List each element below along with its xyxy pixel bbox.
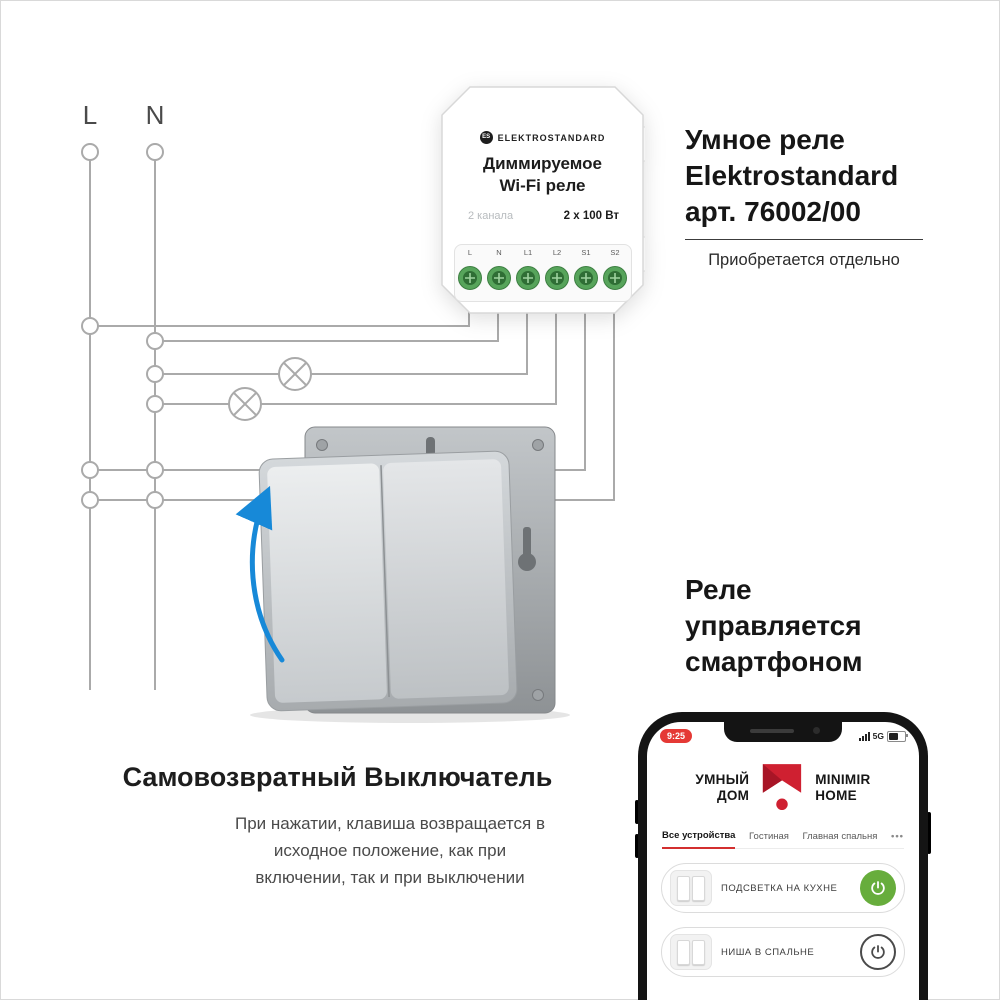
relay-annotation-line3: арт. 76002/00 (685, 196, 861, 227)
phone-screen: 9:25 5G УМНЫЙ ДОМ (647, 722, 919, 1000)
brand-badge-icon: ES (479, 131, 493, 144)
terminal-screws (458, 266, 627, 290)
wire-terminal-l1 (163, 300, 528, 375)
terminal-label: L2 (552, 248, 562, 257)
tab-living-room[interactable]: Гостиная (749, 831, 789, 842)
relay-channels: 2 канала (468, 209, 514, 222)
power-icon (871, 881, 885, 895)
minimir-logo-icon (763, 764, 802, 810)
power-icon (871, 945, 885, 959)
device-label: НИША В СПАЛЬНЕ (721, 946, 815, 958)
app-brand-right: MINIMIR HOME (815, 772, 871, 803)
relay-annotation-line1: Умное реле (685, 124, 845, 155)
switch-description: При нажатии, клавиша возвращается в исхо… (235, 814, 545, 887)
speaker-icon (750, 729, 794, 733)
phone-notch (724, 722, 842, 742)
wire-label-n: N (145, 100, 165, 130)
app-brand-left: УМНЫЙ ДОМ (695, 772, 750, 803)
terminal-label: N (496, 248, 502, 257)
relay-power-rating: 2 x 100 Вт (563, 209, 619, 222)
tab-all-devices[interactable]: Все устройства (662, 830, 736, 849)
wire-label-l: L (82, 100, 98, 130)
signal-icon (858, 731, 870, 741)
terminal-label: L (467, 248, 473, 257)
wire-terminal-l (98, 300, 470, 327)
app-header: УМНЫЙ ДОМ MINIMIR HOME (647, 762, 919, 814)
relay-brand: ES ELEKTROSTANDARD (440, 131, 645, 144)
relay-annotation-line2: Elektrostandard (685, 160, 899, 191)
phone-frame: 9:25 5G УМНЫЙ ДОМ (638, 712, 928, 1000)
device-card[interactable]: НИША В СПАЛЬНЕ (661, 927, 905, 977)
switch-keys[interactable] (258, 450, 518, 712)
tab-master-bedroom[interactable]: Главная спальня (802, 831, 878, 842)
network-type: 5G (872, 731, 884, 741)
relay-product-title: Диммируемое Wi-Fi реле (483, 154, 602, 195)
wire-terminal-l2 (163, 300, 557, 405)
volume-button (635, 800, 639, 824)
relay-annotation: Умное реле Elektrostandard арт. 76002/00… (685, 122, 935, 270)
device-card[interactable]: ПОДСВЕТКА НА КУХНЕ (661, 863, 905, 913)
power-toggle-off[interactable] (860, 934, 896, 970)
return-arrow-icon (235, 485, 285, 663)
terminal-label: S1 (581, 248, 591, 257)
battery-icon (887, 730, 908, 742)
room-tabs: Все устройства Гостиная Главная спальня … (662, 830, 904, 849)
terminal-label: L1 (523, 248, 533, 257)
lamp-icon (278, 357, 312, 391)
lamp-icon (228, 387, 262, 421)
terminal-label: S2 (610, 248, 620, 257)
volume-button (635, 834, 639, 858)
tabs-more[interactable]: ••• (891, 831, 904, 842)
power-toggle-on[interactable] (860, 870, 896, 906)
smartphone: 9:25 5G УМНЫЙ ДОМ (635, 712, 931, 1000)
wall-switch (235, 426, 570, 723)
relay-annotation-note: Приобретается отдельно (708, 251, 900, 269)
relay-device: ES ELEKTROSTANDARD Диммируемое Wi-Fi рел… (440, 85, 645, 315)
power-side-button (927, 812, 931, 854)
brand-name: ELEKTROSTANDARD (497, 132, 606, 143)
switch-thumbnail-icon (670, 934, 712, 970)
switch-title: Самовозвратный Выключатель (122, 762, 553, 792)
junction-points (81, 143, 164, 509)
phone-annotation: Реле управляется смартфоном (685, 574, 863, 677)
switch-thumbnail-icon (670, 870, 712, 906)
divider (685, 239, 923, 240)
camera-icon (813, 727, 820, 734)
device-label: ПОДСВЕТКА НА КУХНЕ (721, 882, 838, 894)
status-bar: 9:25 5G (660, 729, 908, 743)
status-time: 9:25 (660, 729, 693, 743)
terminal-strip: L N L1 L2 S1 S2 (454, 244, 632, 302)
